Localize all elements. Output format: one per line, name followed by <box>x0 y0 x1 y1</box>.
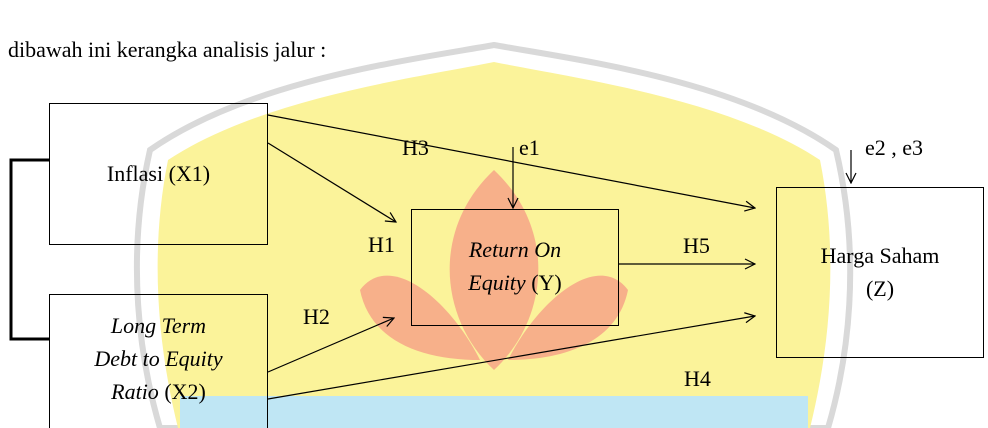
label-h1: H1 <box>368 232 395 257</box>
node-harga-saham-label: Harga Saham (Z) <box>776 239 984 305</box>
watermark-petal-left <box>360 275 480 360</box>
node-roe-label: Return On Equity (Y) <box>411 233 619 299</box>
node-inflasi-label: Inflasi (X1) <box>106 161 211 186</box>
node-roe-line2-rest: (Y) <box>525 270 562 295</box>
node-inflasi-x1 <box>49 103 268 245</box>
node-ltder-line2: Debt to Equity <box>94 346 223 371</box>
node-ltder-line1: Long Term <box>110 313 207 338</box>
watermark-petal-right <box>508 275 628 360</box>
node-roe-line2-italic: Equity <box>468 270 526 295</box>
node-harga-saham-line1: Harga Saham <box>820 243 940 268</box>
node-harga-saham-line2: (Z) <box>865 276 895 301</box>
label-h3: H3 <box>402 135 429 160</box>
node-ltder-line3-italic: Ratio <box>111 379 159 404</box>
watermark-petal-center <box>449 170 539 370</box>
arrow-h4 <box>267 316 755 400</box>
node-ltder-x2 <box>49 294 268 428</box>
label-h4: H4 <box>684 366 711 391</box>
correlation-bracket <box>9 158 49 341</box>
node-ltder-label: Long Term Debt to Equity Ratio (X2) <box>49 309 268 408</box>
label-e1: e1 <box>519 135 540 160</box>
node-ltder-line3-rest: (X2) <box>158 379 206 404</box>
node-roe-y <box>411 209 619 326</box>
label-h2: H2 <box>303 304 330 329</box>
intro-text: dibawah ini kerangka analisis jalur : <box>8 37 327 62</box>
watermark-leaf-outline <box>133 41 854 428</box>
label-h5: H5 <box>683 233 710 258</box>
node-roe-line1: Return On <box>468 237 562 262</box>
watermark-blue-band <box>180 396 808 428</box>
arrow-h3 <box>267 114 755 208</box>
arrow-h2 <box>267 318 394 373</box>
arrow-h1 <box>267 142 396 222</box>
node-harga-saham-z <box>776 187 984 358</box>
label-e2-e3: e2 , e3 <box>865 135 924 160</box>
